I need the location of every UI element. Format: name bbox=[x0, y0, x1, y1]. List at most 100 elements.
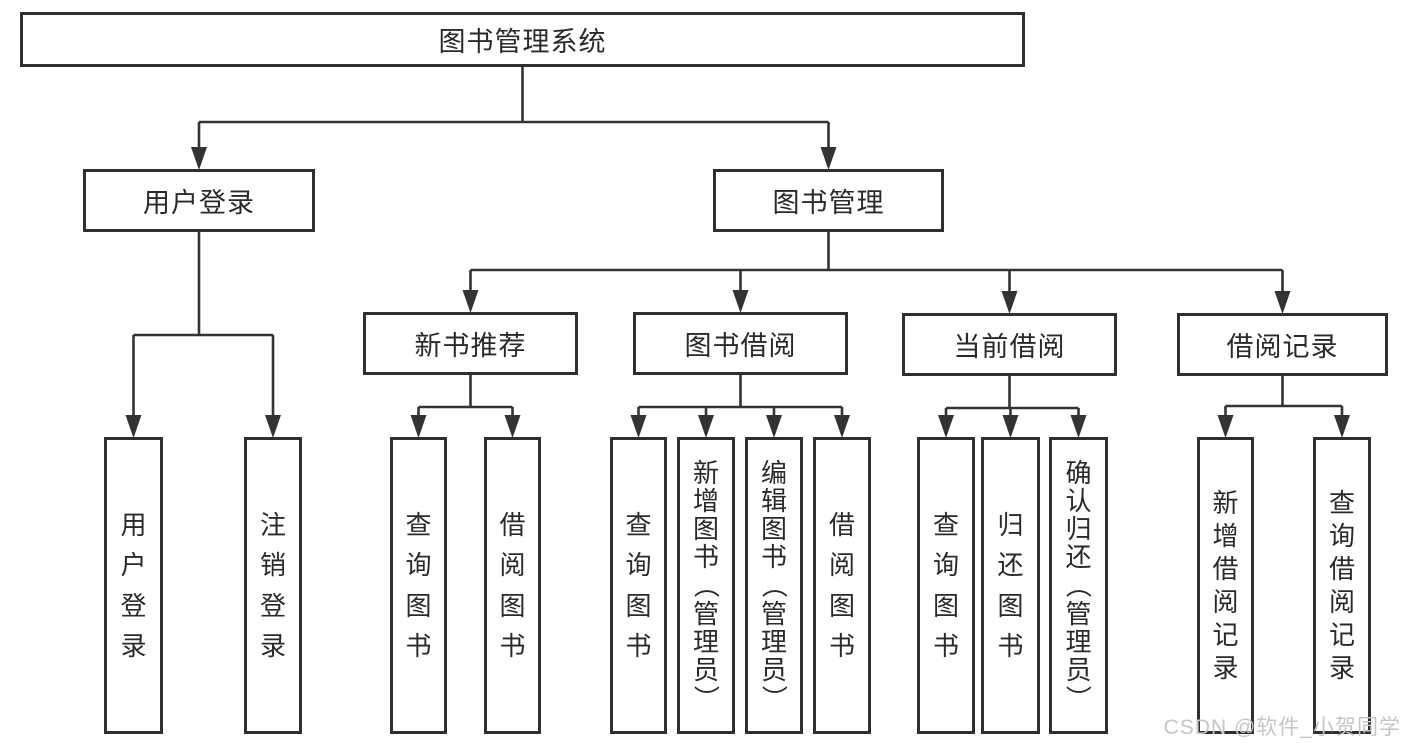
node-label-char: 还 bbox=[997, 550, 1024, 581]
node-v-user-login: 用户登录 bbox=[104, 437, 163, 734]
arrowhead-icon bbox=[834, 415, 850, 438]
node-label-char: 归 bbox=[997, 510, 1024, 541]
node-label-char: 记 bbox=[1328, 620, 1355, 651]
node-label-char: 员 bbox=[1065, 654, 1092, 685]
node-label-char: 借 bbox=[1212, 553, 1239, 584]
node-v-add-record: 新增借阅记录 bbox=[1197, 437, 1254, 734]
node-label-char: 查 bbox=[625, 510, 652, 541]
node-label-char: 新 bbox=[692, 458, 719, 489]
node-v-query-record: 查询借阅记录 bbox=[1313, 437, 1371, 734]
node-rec: 新书推荐 bbox=[363, 312, 578, 375]
node-label-char: 询 bbox=[1328, 520, 1355, 551]
node-label-char: 认 bbox=[1065, 486, 1092, 517]
node-label-char: 理 bbox=[1065, 626, 1092, 657]
arrowhead-icon bbox=[504, 415, 521, 438]
node-label-char: 归 bbox=[1065, 514, 1092, 545]
node-label-char: 新 bbox=[1212, 487, 1239, 518]
node-v-query-book-1: 查询图书 bbox=[390, 437, 447, 734]
node-label-char: 编 bbox=[760, 458, 787, 489]
node-current: 当前借阅 bbox=[902, 313, 1117, 376]
node-label-char: 借 bbox=[1328, 553, 1355, 584]
node-label-char: 图 bbox=[997, 590, 1024, 621]
arrowhead-icon bbox=[1002, 415, 1019, 438]
node-label-char: 增 bbox=[1212, 520, 1239, 551]
arrowhead-icon bbox=[1334, 415, 1350, 438]
node-label-char: 员 bbox=[760, 654, 787, 685]
node-v-edit-book: 编辑图书（管理员） bbox=[745, 437, 803, 734]
arrowhead-icon bbox=[732, 290, 749, 313]
node-label-char: 录 bbox=[259, 630, 286, 661]
node-label-char: 员 bbox=[692, 654, 719, 685]
node-label-char: 阅 bbox=[499, 550, 526, 581]
node-label-char: ） bbox=[759, 684, 790, 711]
arrowhead-icon bbox=[1217, 415, 1234, 438]
node-v-return-book: 归还图书 bbox=[981, 437, 1040, 734]
node-label-char: 书 bbox=[997, 630, 1024, 661]
node-label-char: 辑 bbox=[760, 486, 787, 517]
node-label-char: 登 bbox=[259, 590, 286, 621]
node-label-char: 管 bbox=[760, 598, 787, 629]
node-label-char: 记 bbox=[1212, 620, 1239, 651]
node-label-char: 管 bbox=[1065, 598, 1092, 629]
node-label-char: 录 bbox=[1328, 653, 1355, 684]
arrowhead-icon bbox=[1001, 291, 1018, 314]
node-label-char: 还 bbox=[1065, 542, 1092, 573]
arrowhead-icon bbox=[462, 290, 479, 313]
node-label-char: 图 bbox=[760, 514, 787, 545]
node-label-char: 借 bbox=[499, 510, 526, 541]
node-label-char: 书 bbox=[405, 630, 432, 661]
node-login: 用户登录 bbox=[83, 169, 315, 232]
node-v-query-book-2: 查询图书 bbox=[610, 437, 667, 734]
node-label-char: 录 bbox=[1212, 653, 1239, 684]
node-label-char: ） bbox=[1063, 684, 1094, 711]
node-label-char: 询 bbox=[405, 550, 432, 581]
node-label-char: 阅 bbox=[1328, 587, 1355, 617]
node-label-char: 借 bbox=[828, 510, 855, 541]
node-borrow: 图书借阅 bbox=[633, 312, 848, 375]
arrowhead-icon bbox=[820, 147, 837, 170]
node-label-char: 书 bbox=[828, 630, 855, 661]
node-label-char: 确 bbox=[1065, 458, 1092, 489]
node-v-borrow-book-2: 借阅图书 bbox=[813, 437, 871, 734]
node-label-char: 图 bbox=[499, 590, 526, 621]
node-label-char: 理 bbox=[692, 626, 719, 657]
node-mgmt: 图书管理 bbox=[713, 169, 944, 232]
arrowhead-icon bbox=[698, 415, 714, 438]
arrowhead-icon bbox=[265, 415, 281, 438]
node-label-char: 登 bbox=[120, 590, 147, 621]
node-label-char: （ bbox=[1063, 572, 1094, 599]
node-records: 借阅记录 bbox=[1177, 313, 1388, 376]
arrowhead-icon bbox=[191, 147, 207, 170]
arrowhead-icon bbox=[630, 415, 647, 438]
node-label-char: 注 bbox=[259, 510, 286, 541]
node-v-logout: 注销登录 bbox=[244, 437, 302, 734]
node-label-char: 理 bbox=[760, 626, 787, 657]
node-label-char: 图 bbox=[692, 514, 719, 545]
node-label-char: 查 bbox=[1328, 487, 1355, 518]
node-label-char: 阅 bbox=[828, 550, 855, 581]
node-root: 图书管理系统 bbox=[20, 12, 1025, 67]
node-label-char: 增 bbox=[692, 486, 719, 517]
node-label-char: 图 bbox=[625, 590, 652, 621]
node-label-char: ） bbox=[691, 684, 722, 711]
node-label-char: 书 bbox=[932, 630, 959, 661]
node-v-confirm-return: 确认归还（管理员） bbox=[1049, 437, 1108, 734]
node-label-char: 询 bbox=[625, 550, 652, 581]
node-label-char: （ bbox=[691, 572, 722, 599]
node-label-char: 录 bbox=[120, 630, 147, 661]
node-label-char: 书 bbox=[625, 630, 652, 661]
watermark-text: CSDN @软件_小贺同学 bbox=[1163, 716, 1401, 739]
node-v-borrow-book-1: 借阅图书 bbox=[484, 437, 541, 734]
node-label-char: 阅 bbox=[1212, 587, 1239, 617]
node-label-char: 图 bbox=[932, 590, 959, 621]
node-label-char: 图 bbox=[828, 590, 855, 621]
node-label-char: （ bbox=[759, 572, 790, 599]
node-label-char: 书 bbox=[499, 630, 526, 661]
arrowhead-icon bbox=[1070, 415, 1087, 438]
node-label-char: 用 bbox=[120, 510, 147, 541]
arrowhead-icon bbox=[766, 415, 782, 438]
node-label-char: 管 bbox=[692, 598, 719, 629]
arrowhead-icon bbox=[1274, 291, 1291, 314]
node-v-query-book-3: 查询图书 bbox=[917, 437, 975, 734]
